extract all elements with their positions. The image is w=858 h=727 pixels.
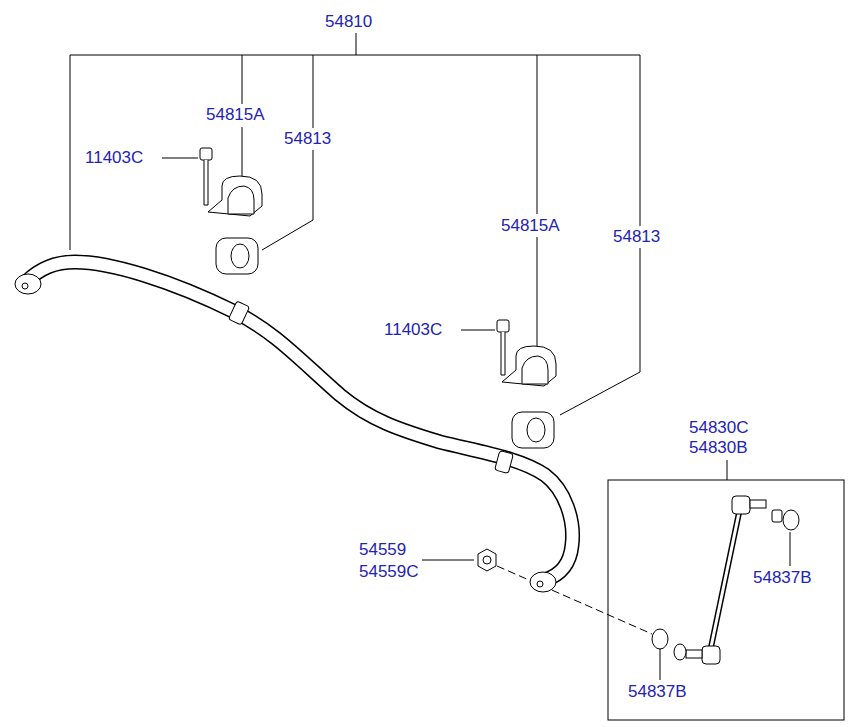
callout-number: 54813 — [283, 129, 332, 149]
bracket — [502, 346, 556, 386]
leader-line — [727, 460, 728, 480]
bar-fill — [26, 262, 573, 580]
leader-line — [560, 248, 640, 415]
leader-line — [422, 560, 474, 561]
stud — [750, 500, 766, 508]
callout-number: 54837B — [627, 682, 688, 702]
bar-eye — [15, 274, 41, 294]
bolt-shank — [501, 332, 505, 375]
bar-hole — [537, 581, 543, 587]
leader-line — [262, 150, 313, 250]
bracket — [208, 176, 262, 216]
leader-line — [242, 127, 243, 182]
bracket-inner — [228, 186, 254, 214]
callout-number: 54559C — [358, 562, 420, 582]
callout-number: 54810 — [324, 12, 373, 32]
bushing-hole — [231, 244, 249, 268]
assembly-frame — [608, 480, 844, 720]
bolt-head — [497, 320, 509, 332]
bar-ring — [495, 451, 514, 474]
link-rod-fill — [710, 508, 740, 652]
ball-joint — [702, 646, 720, 664]
callout-number: 54815A — [500, 216, 561, 236]
nut — [652, 629, 668, 649]
washer — [772, 510, 782, 522]
callout-number: 54830B — [688, 438, 749, 458]
callout-number: 11403C — [383, 320, 443, 340]
bushing — [512, 412, 554, 448]
bar-hole — [22, 283, 28, 289]
stabilizer-bar — [15, 262, 573, 592]
bolt-head — [200, 148, 212, 160]
leader-line — [461, 330, 495, 331]
washer — [674, 644, 686, 660]
bar-ring — [228, 301, 249, 325]
leader-lines — [70, 33, 844, 720]
callout-number: 54559 — [358, 540, 407, 560]
leader-line — [162, 158, 198, 159]
leader-line — [660, 648, 661, 680]
nut — [783, 510, 799, 530]
bolt-shank — [204, 160, 208, 205]
nut — [478, 549, 496, 571]
center-line — [497, 566, 652, 634]
bushings-brackets — [200, 148, 556, 571]
callout-number: 11403C — [84, 148, 144, 168]
leader-line — [537, 237, 538, 352]
bushing — [216, 238, 258, 274]
bracket-inner — [522, 356, 548, 384]
bushing-hole — [527, 418, 545, 442]
bracket-line — [70, 33, 640, 250]
ball-joint — [732, 496, 750, 514]
nut-hole — [483, 556, 491, 564]
leader-line — [790, 532, 791, 566]
callout-number: 54830C — [688, 418, 750, 438]
stud — [686, 650, 702, 658]
link-rod-outline — [710, 508, 740, 652]
callout-number: 54837B — [752, 568, 813, 588]
bar-eye — [530, 572, 556, 592]
bar-outline — [26, 262, 573, 580]
callout-number: 54813 — [612, 227, 661, 247]
callout-number: 54815A — [205, 105, 266, 125]
